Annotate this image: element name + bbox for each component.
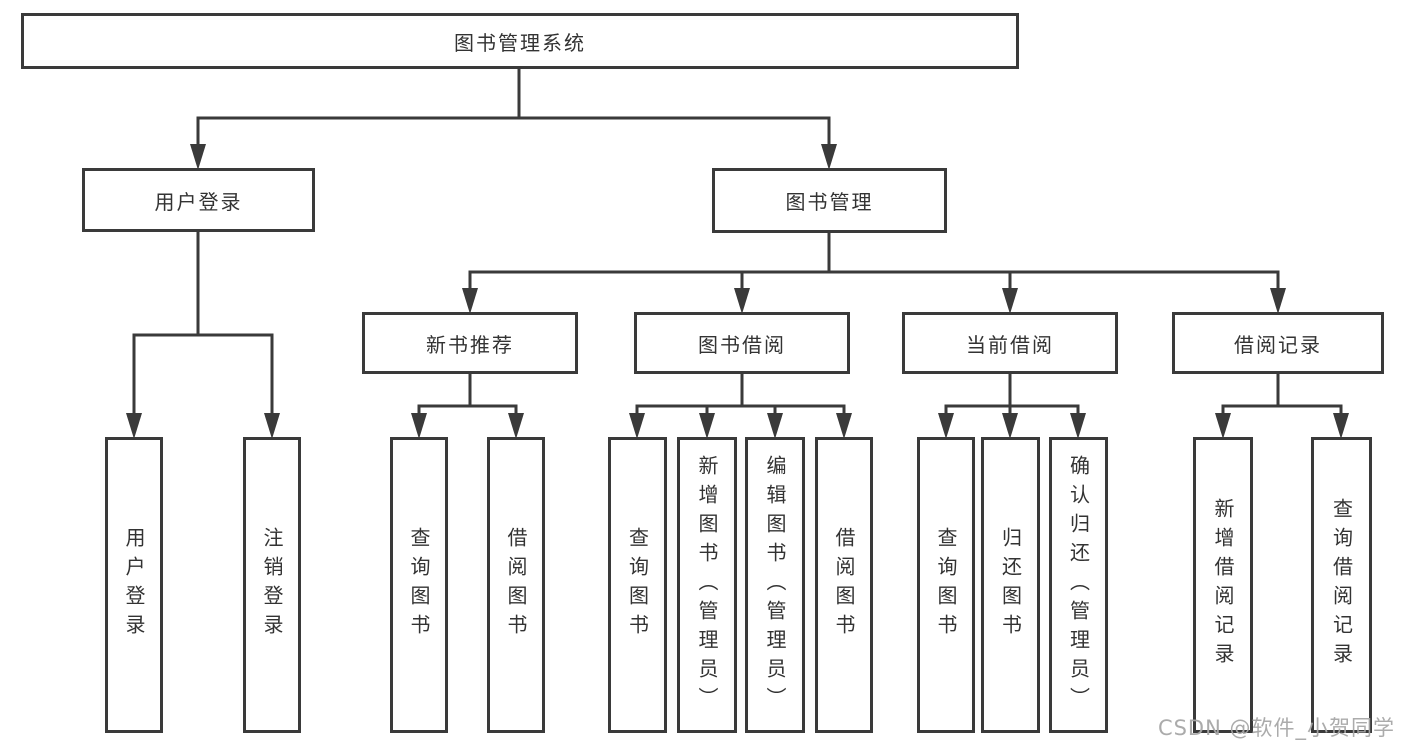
node-new-book-recommend: 新书推荐 bbox=[362, 312, 578, 374]
leaf-edit-books-admin: 编辑图书（管理员） bbox=[745, 437, 805, 733]
leaf-return-books: 归还图书 bbox=[981, 437, 1040, 733]
node-label: 借阅记录 bbox=[1234, 332, 1322, 357]
leaf-query-borrow-record: 查询借阅记录 bbox=[1311, 437, 1372, 733]
leaf-add-borrow-record: 新增借阅记录 bbox=[1193, 437, 1253, 733]
node-user-login: 用户登录 bbox=[82, 168, 315, 232]
leaf-current-query-books: 查询图书 bbox=[917, 437, 975, 733]
node-label: 借阅图书 bbox=[832, 527, 856, 643]
node-borrow-records: 借阅记录 bbox=[1172, 312, 1384, 374]
node-label: 图书管理系统 bbox=[454, 30, 586, 55]
watermark: CSDN @软件_小贺同学 bbox=[1157, 716, 1395, 740]
node-label: 查询图书 bbox=[625, 527, 650, 643]
leaf-add-books-admin: 新增图书（管理员） bbox=[677, 437, 737, 733]
node-label: 归还图书 bbox=[998, 527, 1023, 643]
leaf-user-login: 用户登录 bbox=[105, 437, 163, 733]
leaf-borrow-query-books: 查询图书 bbox=[608, 437, 667, 733]
node-label: 图书借阅 bbox=[698, 332, 786, 357]
node-label: 编辑图书（管理员） bbox=[763, 454, 787, 716]
leaf-borrow-books: 借阅图书 bbox=[815, 437, 873, 733]
node-book-borrow: 图书借阅 bbox=[634, 312, 850, 374]
leaf-recommend-borrow-books: 借阅图书 bbox=[487, 437, 545, 733]
node-label: 新增图书（管理员） bbox=[695, 454, 719, 716]
leaf-logout: 注销登录 bbox=[243, 437, 301, 733]
node-label: 新书推荐 bbox=[426, 332, 514, 357]
node-label: 确认归还（管理员） bbox=[1066, 454, 1091, 716]
node-label: 查询图书 bbox=[934, 527, 958, 643]
leaf-confirm-return-admin: 确认归还（管理员） bbox=[1049, 437, 1108, 733]
node-label: 注销登录 bbox=[260, 527, 284, 643]
leaf-recommend-query-books: 查询图书 bbox=[390, 437, 448, 733]
node-book-management: 图书管理 bbox=[712, 168, 947, 233]
node-label: 当前借阅 bbox=[966, 332, 1054, 357]
node-label: 新增借阅记录 bbox=[1211, 498, 1235, 672]
node-label: 借阅图书 bbox=[504, 527, 528, 643]
node-label: 用户登录 bbox=[122, 527, 146, 643]
node-current-borrow: 当前借阅 bbox=[902, 312, 1118, 374]
node-label: 查询图书 bbox=[407, 527, 431, 643]
node-label: 查询借阅记录 bbox=[1329, 498, 1354, 672]
node-library-management-system: 图书管理系统 bbox=[21, 13, 1019, 69]
node-label: 用户登录 bbox=[154, 189, 243, 214]
node-label: 图书管理 bbox=[785, 190, 874, 214]
